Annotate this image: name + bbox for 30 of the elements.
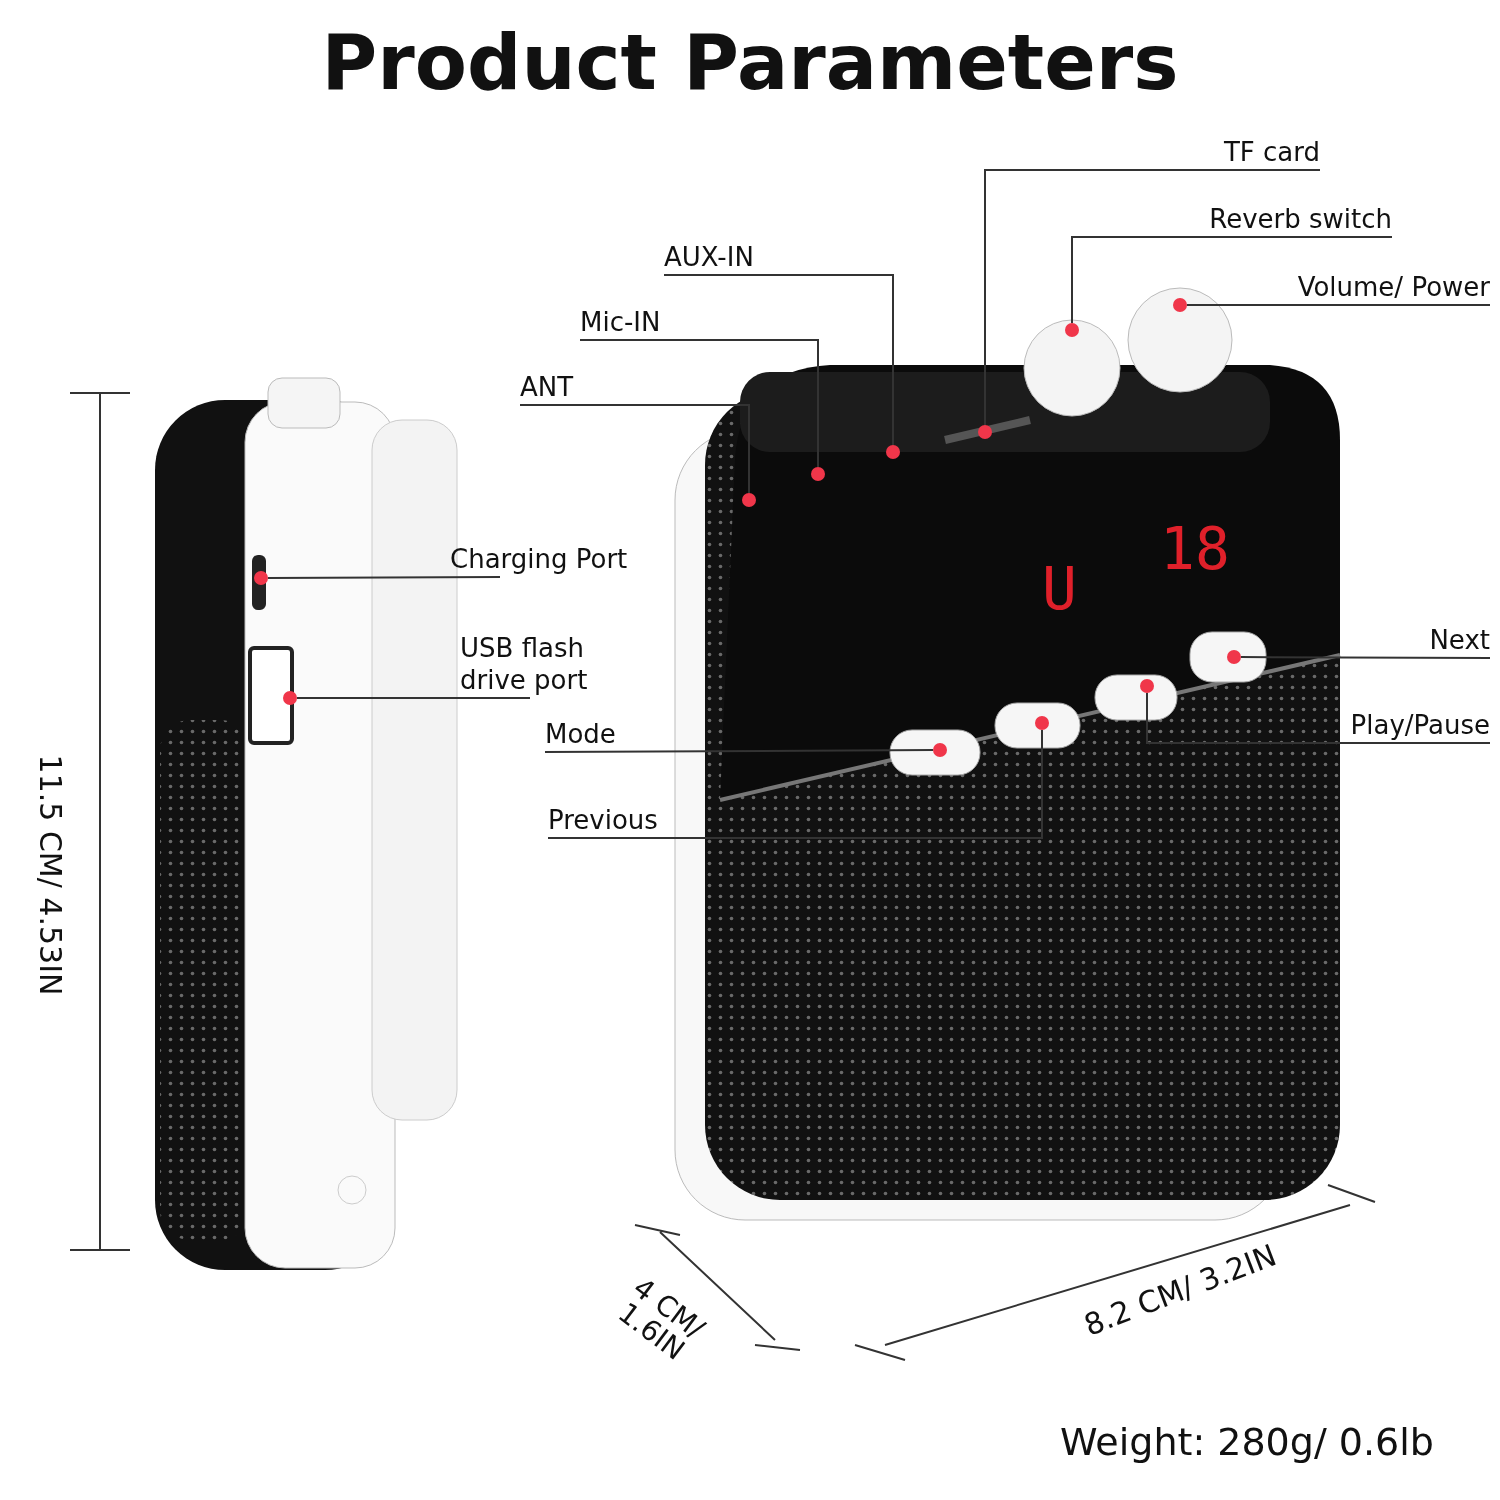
led-display-text: 18 — [1160, 515, 1230, 583]
page-title: Product Parameters — [320, 18, 1180, 107]
leader-line — [1186, 304, 1491, 306]
leader-line — [519, 404, 750, 494]
dimension-label: 8.2 CM/ 3.2IN — [1079, 1237, 1281, 1343]
part-label: ANT — [520, 371, 574, 405]
part-label: Play/Pause — [1350, 709, 1490, 743]
part-label: Mode — [545, 718, 616, 752]
leader-line — [1071, 236, 1393, 324]
part-label: Next — [1429, 624, 1490, 658]
leader-line — [984, 169, 1321, 426]
dimension-label: 11.5 CM/ 4.53IN — [32, 754, 68, 996]
leader-line — [663, 274, 894, 446]
leader-line — [1146, 692, 1491, 744]
part-label: Charging Port — [450, 543, 628, 577]
part-label: AUX-IN — [664, 241, 754, 275]
leader-line — [267, 576, 501, 579]
leader-line — [544, 749, 934, 753]
leader-line — [579, 339, 819, 468]
led-display-text: U — [1042, 555, 1077, 623]
part-label: Mic-IN — [580, 306, 661, 340]
part-label: Volume/ Power — [1297, 271, 1490, 305]
weight-note: Weight: 280g/ 0.6lb — [1060, 1420, 1434, 1464]
part-label: TF card — [1223, 136, 1320, 170]
leader-line — [547, 729, 1043, 839]
part-label: Previous — [548, 804, 658, 838]
part-label: USB flash drive port — [460, 632, 610, 698]
leader-line — [1240, 656, 1491, 659]
part-label: Reverb switch — [1209, 203, 1392, 237]
leader-line — [296, 697, 531, 699]
